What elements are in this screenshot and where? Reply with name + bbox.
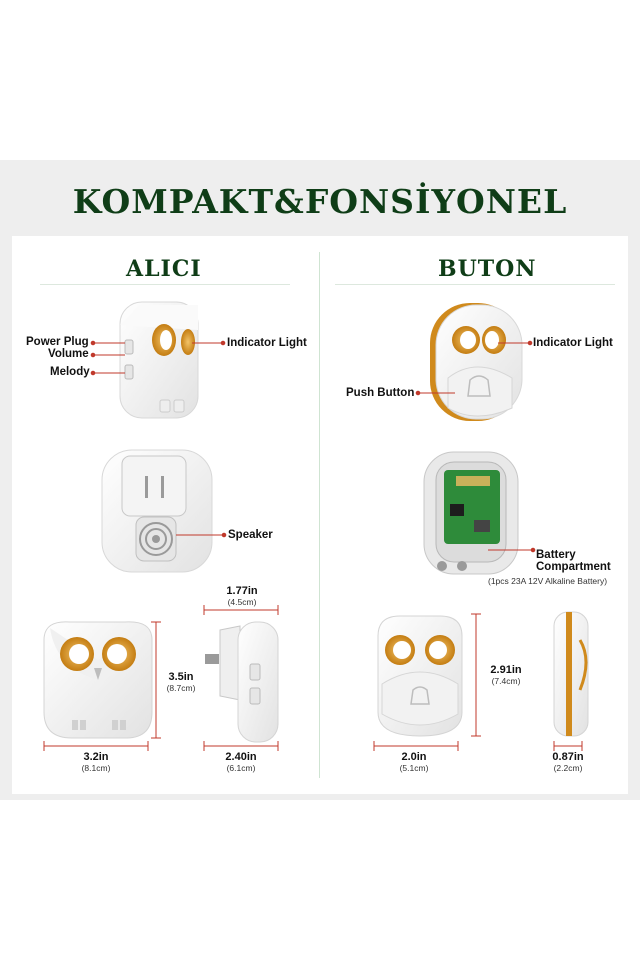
button-depth-inch: 0.87in <box>552 751 584 763</box>
button-front-view <box>377 615 463 737</box>
receiver-back-view <box>101 449 213 573</box>
power-plug-label: Power Plug <box>26 336 89 348</box>
receiver-height-inch: 3.5in <box>168 671 194 683</box>
receiver-plug-side-view <box>205 621 279 743</box>
receiver-height-cm: (8.7cm) <box>166 683 196 693</box>
receiver-dimension-lines <box>43 605 279 751</box>
button-dimension-lines <box>373 613 583 751</box>
button-height-cm: (7.4cm) <box>491 676 521 686</box>
receiver-indicator-light-label: Indicator Light <box>227 337 307 349</box>
compartment-label: Compartment <box>536 561 611 573</box>
receiver-callout-lines <box>90 340 227 538</box>
button-callout-lines <box>415 340 536 553</box>
receiver-side-cm: (6.1cm) <box>226 763 256 773</box>
battery-label: Battery <box>536 549 576 561</box>
receiver-heading-underline <box>40 284 290 285</box>
receiver-depth-cm: (4.5cm) <box>227 597 257 607</box>
receiver-width-cm: (8.1cm) <box>81 763 111 773</box>
section-divider <box>319 252 320 778</box>
receiver-width-inch: 3.2in <box>83 751 109 763</box>
receiver-heading: ALICI <box>126 256 202 282</box>
receiver-side-view <box>119 301 199 419</box>
receiver-front-view <box>43 621 153 739</box>
receiver-depth-inch: 1.77in <box>226 585 258 597</box>
push-button-label: Push Button <box>346 387 415 399</box>
button-heading: BUTON <box>438 256 537 282</box>
button-width-cm: (5.1cm) <box>399 763 429 773</box>
page-title: KOMPAKT&FONSİYONEL <box>72 182 568 221</box>
button-side-view <box>430 303 523 421</box>
volume-label: Volume <box>48 348 89 360</box>
button-heading-underline <box>335 284 615 285</box>
button-depth-view <box>553 611 589 737</box>
button-depth-cm: (2.2cm) <box>553 763 583 773</box>
receiver-side-inch: 2.40in <box>225 751 257 763</box>
speaker-label: Speaker <box>228 529 273 541</box>
button-width-inch: 2.0in <box>401 751 427 763</box>
button-battery-view <box>423 451 519 575</box>
button-indicator-light-label: Indicator Light <box>533 337 613 349</box>
button-height-inch: 2.91in <box>490 664 522 676</box>
battery-note: (1pcs 23A 12V Alkaline Battery) <box>488 576 608 586</box>
melody-label: Melody <box>50 366 90 378</box>
